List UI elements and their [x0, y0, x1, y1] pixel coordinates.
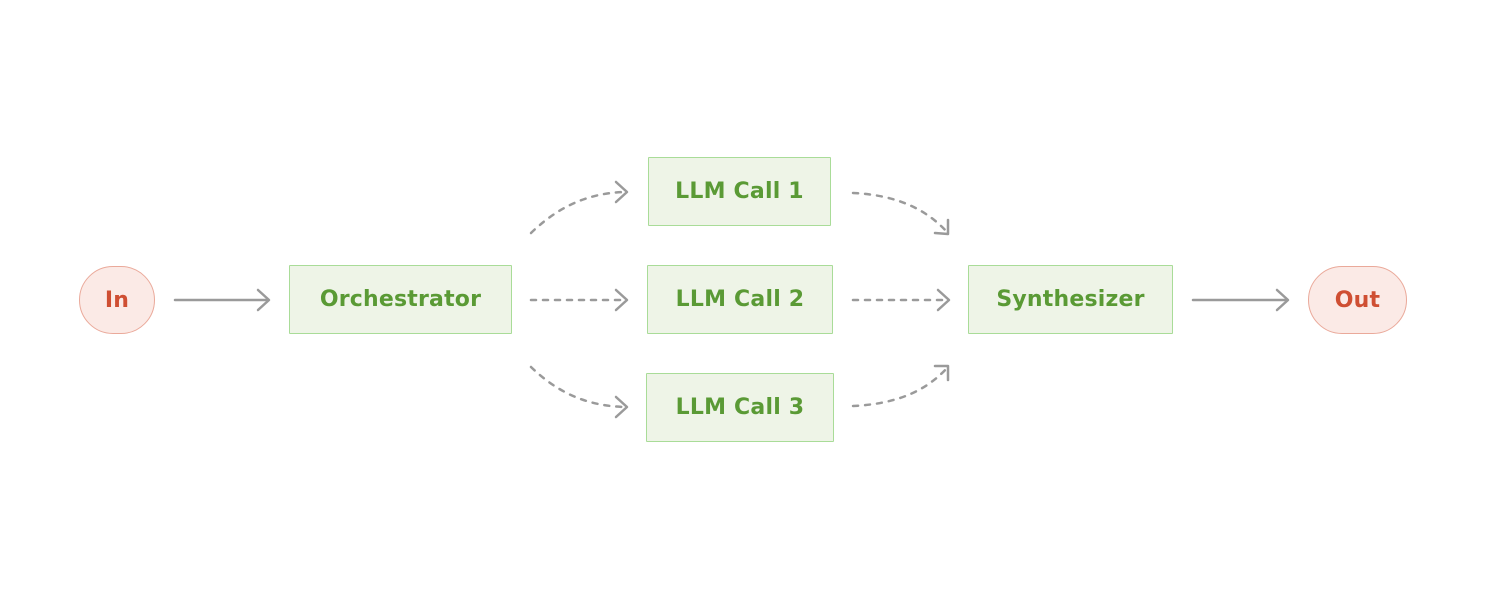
- input-node: In: [79, 266, 155, 334]
- orchestrator-node: Orchestrator: [289, 265, 512, 334]
- edge-orchestrator-to-llm-call-2: [529, 288, 629, 312]
- output-node-label: Out: [1334, 287, 1381, 313]
- llm-call-3-node: LLM Call 3: [646, 373, 834, 442]
- edge-llm-call-1-to-synthesizer: [851, 191, 950, 236]
- synthesizer-node-label: Synthesizer: [996, 287, 1145, 312]
- edge-orchestrator-to-llm-call-1: [529, 180, 629, 235]
- output-node: Out: [1308, 266, 1407, 334]
- synthesizer-node: Synthesizer: [968, 265, 1173, 334]
- input-node-label: In: [104, 287, 130, 313]
- edge-input-to-orchestrator: [173, 288, 271, 312]
- llm-call-3-label: LLM Call 3: [675, 395, 805, 420]
- edge-llm-call-3-to-synthesizer: [851, 364, 950, 408]
- edge-synthesizer-to-output: [1191, 288, 1290, 312]
- llm-call-1-node: LLM Call 1: [648, 157, 831, 226]
- edge-orchestrator-to-llm-call-3: [529, 365, 629, 419]
- llm-call-1-label: LLM Call 1: [675, 179, 804, 204]
- edge-llm-call-2-to-synthesizer: [851, 288, 951, 312]
- llm-call-2-node: LLM Call 2: [647, 265, 833, 334]
- orchestrator-node-label: Orchestrator: [319, 287, 482, 312]
- llm-call-2-label: LLM Call 2: [675, 287, 805, 312]
